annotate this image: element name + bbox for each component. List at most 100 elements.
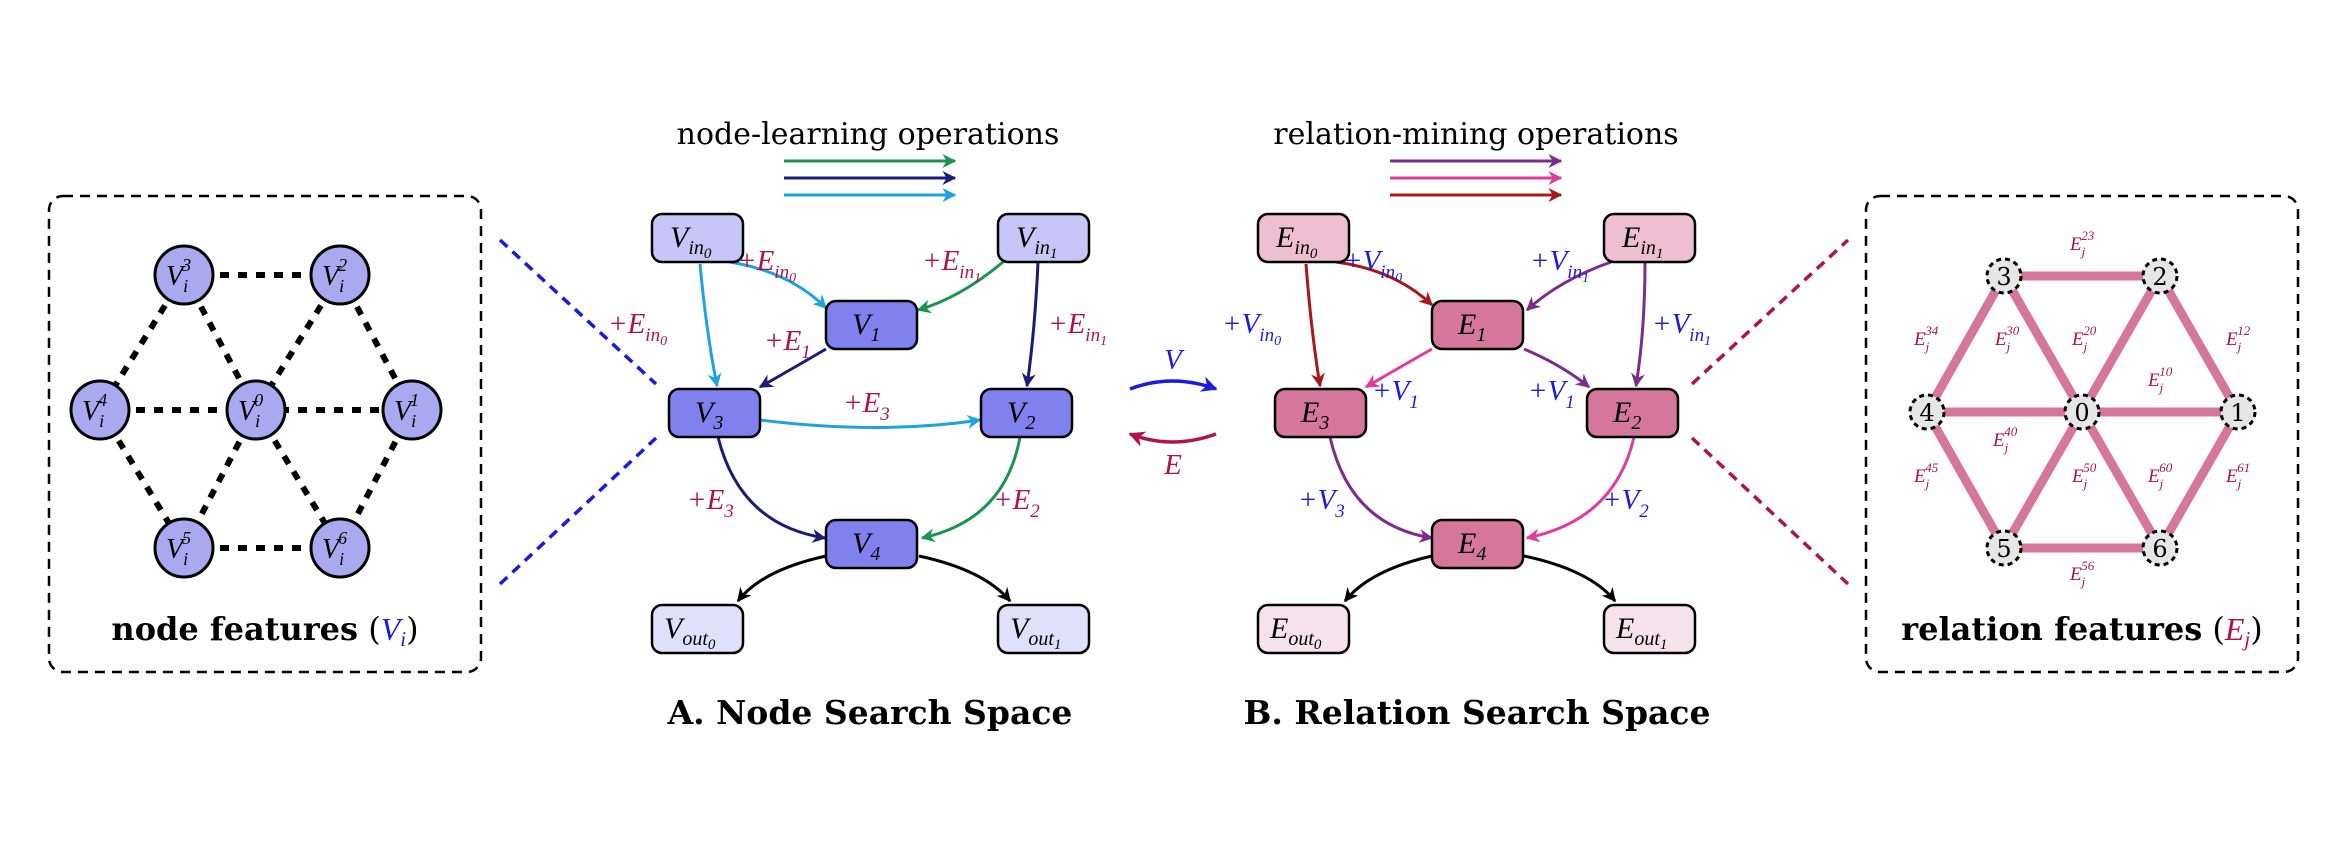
svg-text:Vi3: Vi3	[166, 255, 191, 296]
edge-label: +Vin1	[1652, 308, 1711, 349]
v-exchange-arrow	[1129, 376, 1218, 392]
node-box-output-0: Vout0	[650, 603, 745, 655]
svg-text:2: 2	[2152, 263, 2167, 291]
connector-line	[1690, 238, 1850, 386]
svg-text:Vi4: Vi4	[82, 390, 107, 431]
edge-label: +E2	[993, 484, 1040, 522]
node-circle: Vi0	[225, 379, 287, 441]
edge-label: Ej10	[2147, 364, 2173, 395]
relation-features-caption: relation features (Ej)	[1901, 610, 2262, 651]
relation-space-arrows	[1304, 260, 1647, 603]
edge-label: +V1	[1372, 375, 1419, 413]
relation-space-edge-labels: +Vin0 +Vin0 +Vin1 +Vin1 +V1 +V1 +V3 +V2	[1222, 245, 1711, 522]
edge-label: +V2	[1602, 484, 1649, 522]
svg-text:Vi5: Vi5	[166, 528, 191, 569]
edge-label: +Ein1	[922, 245, 981, 286]
svg-text:E1: E1	[1457, 308, 1486, 346]
exchange-arrows: V E	[1128, 344, 1218, 481]
relation-features-frame	[1864, 194, 2300, 674]
relation-graph-nodes: 3 2 4 0 1 5 6	[1908, 257, 2257, 567]
node-box-output-1: Vout1	[996, 603, 1091, 655]
node-features-caption: node features (Vi)	[111, 610, 418, 651]
relation-node: 1	[2219, 393, 2257, 431]
edge-label: Ej20	[2071, 323, 2097, 354]
relation-node: 4	[1908, 393, 1946, 431]
edge-label: +V1	[1528, 375, 1575, 413]
edge-label: Ej30	[1994, 323, 2020, 354]
edge-label: Ej23	[2069, 228, 2095, 259]
relation-node: 6	[2141, 529, 2179, 567]
svg-text:Ein1: Ein1	[1621, 221, 1663, 262]
node-space-title: A. Node Search Space	[667, 693, 1073, 732]
edge-label: +Vin0	[1343, 245, 1402, 286]
relation-space-boxes: Ein0 Ein1 E1 E3 E2 E4 Eout0 Eout1	[1256, 212, 1697, 655]
svg-text:5: 5	[1996, 535, 2011, 563]
svg-text:Vi1: Vi1	[394, 390, 419, 431]
svg-text:Vi6: Vi6	[322, 528, 347, 569]
relation-graph-edges	[1922, 271, 2243, 553]
edge-label: Ej60	[2147, 460, 2173, 491]
node-box-3: V3	[667, 387, 762, 439]
node-box-input-0: Vin0	[650, 212, 745, 264]
relation-node: 3	[1985, 257, 2023, 295]
relation-node: 0	[2063, 393, 2101, 431]
svg-text:E4: E4	[1457, 527, 1486, 565]
relation-box-1: E1	[1430, 299, 1525, 351]
relation-box-3: E3	[1273, 387, 1368, 439]
relation-ops-label: relation-mining operations	[1273, 117, 1678, 152]
svg-text:V1: V1	[852, 308, 880, 346]
svg-text:Ein0: Ein0	[1275, 221, 1318, 262]
node-box-2: V2	[979, 387, 1074, 439]
edge-label: +Vin0	[1222, 308, 1281, 349]
edge-label: +Ein0	[608, 308, 667, 349]
relation-search-space: relation-mining operations +Vin0 +Vin0 +…	[1222, 117, 1711, 732]
relation-ops-legend	[1390, 154, 1563, 202]
edge-label: +Ein0	[737, 245, 796, 286]
svg-text:4: 4	[1919, 399, 1934, 427]
svg-text:V3: V3	[695, 396, 723, 434]
node-ops-label: node-learning operations	[677, 117, 1060, 152]
relation-box-4: E4	[1430, 518, 1525, 570]
svg-text:0: 0	[2074, 399, 2089, 427]
svg-text:Eout1: Eout1	[1615, 612, 1667, 653]
svg-text:Vi0: Vi0	[238, 390, 263, 431]
edge-label: +E3	[687, 484, 734, 522]
node-box-1: V1	[824, 299, 919, 351]
node-features-frame	[47, 194, 483, 674]
connector-line	[498, 238, 658, 386]
edge-label: +V3	[1298, 484, 1345, 522]
relation-features-panel: 3 2 4 0 1 5 6 Ej23 Ej34 Ej30 Ej20 Ej12 E…	[1864, 194, 2300, 674]
e-exchange-label: E	[1163, 449, 1182, 481]
svg-text:Eout0: Eout0	[1269, 612, 1322, 653]
relation-box-output-0: Eout0	[1256, 603, 1351, 655]
node-ops-legend	[784, 154, 957, 202]
edge-label: Ej50	[2071, 460, 2097, 491]
svg-text:Vin0: Vin0	[670, 221, 712, 262]
node-space-arrows	[698, 260, 1040, 603]
node-circle: Vi5	[153, 517, 215, 579]
node-circle: Vi2	[309, 244, 371, 306]
svg-text:Vi2: Vi2	[322, 255, 347, 296]
svg-text:V4: V4	[852, 527, 880, 565]
relation-box-input-0: Ein0	[1256, 212, 1351, 264]
edge-label: Ej34	[1913, 323, 1939, 354]
svg-text:Vin1: Vin1	[1016, 221, 1057, 262]
node-circle: Vi4	[69, 379, 131, 441]
node-circle: Vi1	[381, 379, 443, 441]
svg-text:E3: E3	[1300, 396, 1329, 434]
edge-label: Ej61	[2225, 460, 2250, 491]
node-box-4: V4	[824, 518, 919, 570]
edge-label: +E1	[764, 325, 811, 363]
node-features-panel: Vi3 Vi2 Vi4 Vi0 Vi1 Vi5 Vi6 node feature…	[47, 194, 483, 674]
connector-line	[1690, 436, 1850, 586]
relation-box-2: E2	[1585, 387, 1680, 439]
relation-node: 2	[2141, 257, 2179, 295]
edge-label: Ej56	[2069, 558, 2095, 589]
edge-label: Ej12	[2225, 323, 2251, 354]
relation-node: 5	[1985, 529, 2023, 567]
edge-label: +E3	[843, 387, 890, 425]
node-circle: Vi3	[153, 244, 215, 306]
relation-edge-labels: Ej23 Ej34 Ej30 Ej20 Ej12 Ej10 Ej40 Ej45 …	[1913, 228, 2251, 589]
v-exchange-label: V	[1164, 344, 1185, 376]
